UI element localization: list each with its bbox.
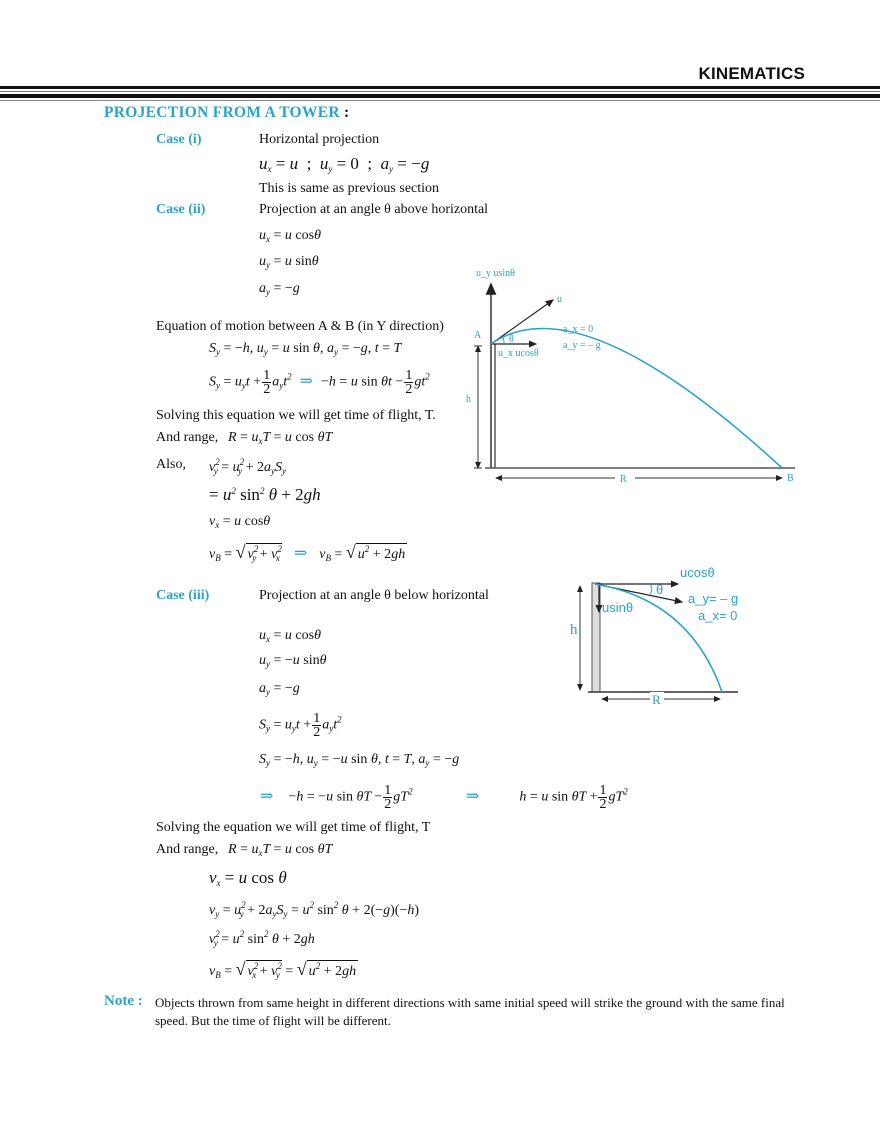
case-iii-solving-text: Solving the equation we will get time of… — [156, 820, 431, 835]
label-h-below: h — [570, 622, 578, 638]
case-iii-eq-ay: ay = −g — [259, 681, 300, 697]
case-iii-eq-vb: vB = √v2x + v2y = √u2 + 2gh — [209, 959, 359, 980]
case-ii-eq-vb: vB = √v2y + v2x⇒vB = √u2 + 2gh — [209, 542, 408, 563]
label-ay-below: a_y= – g — [688, 591, 738, 606]
label-ax: a_x = 0 — [563, 324, 593, 335]
label-uy-usin: u_y usinθ — [476, 268, 515, 279]
chapter-title: KINEMATICS — [698, 64, 805, 83]
label-theta-below: θ — [656, 582, 663, 597]
label-usin: usinθ — [602, 600, 633, 615]
case-i-label: Case (i) — [156, 132, 202, 147]
case-ii-label: Case (ii) — [156, 202, 206, 217]
case-iii-eq-uy: uy = −u sinθ — [259, 653, 327, 669]
case-iii-description: Projection at an angle θ below horizonta… — [259, 588, 489, 603]
case-ii-motion-heading: Equation of motion between A & B (in Y d… — [156, 319, 444, 334]
case-iii-label: Case (iii) — [156, 588, 210, 603]
case-ii-eq-ay: ay = −g — [259, 281, 300, 297]
case-ii-eq-vy2: v2y = u2y + 2aySy — [209, 457, 287, 476]
case-ii-eq-vy2-b: = u2 sin2 θ + 2gh — [209, 485, 321, 504]
section-title: PROJECTION FROM A TOWER : — [104, 104, 350, 122]
note-text: Objects thrown from same height in diffe… — [155, 995, 785, 1028]
case-i-note: This is same as previous section — [259, 181, 440, 196]
case-i-equation: ux = u ; uy = 0 ; ay = −g — [259, 154, 430, 174]
case-ii-eq-conditions: Sy = −h, uy = u sin θ, ay = −g, t = T — [209, 341, 402, 357]
label-theta: θ — [509, 334, 514, 345]
label-r-below: R — [652, 692, 661, 707]
case-ii-eq-range: R = uxT = u cos θT — [228, 430, 333, 446]
label-ax-below: a_x= 0 — [698, 608, 737, 623]
case-ii-range-label: And range, — [156, 430, 219, 445]
case-ii-also-label: Also, — [156, 457, 186, 472]
case-ii-eq-ux: ux = u cosθ — [259, 228, 321, 244]
case-iii-range-label: And range, — [156, 842, 219, 857]
label-u: u — [557, 294, 562, 305]
label-r: R — [620, 474, 627, 485]
case-iii-eq-vx: vx = u cos θ — [209, 868, 287, 888]
label-ucos: ucosθ — [680, 565, 715, 580]
section-title-colon: : — [344, 104, 350, 121]
case-iii-eq-conditions: Sy = −h, uy = −u sin θ, t = T, ay = −g — [259, 752, 460, 768]
case-ii-description: Projection at an angle θ above horizonta… — [259, 202, 489, 217]
case-iii-eq-vy: vy = u2y + 2aySy = u2 sin2 θ + 2(−g)(−h) — [209, 900, 420, 919]
label-h: h — [466, 394, 471, 405]
case-iii-eq-range: R = uxT = u cos θT — [228, 842, 333, 858]
header-rule-lines — [0, 86, 880, 101]
tower-projection-above-diagram: u_y usinθ u A θ u_x ucosθ a_x = 0 a_y = … — [466, 268, 795, 485]
note-label: Note : — [104, 993, 143, 1009]
case-iii-eq-ux: ux = u cosθ — [259, 628, 321, 644]
label-ux-ucos: u_x ucosθ — [498, 348, 539, 359]
label-a: A — [474, 330, 482, 341]
case-iii-eq-vy2: v2y = u2 sin2 θ + 2gh — [209, 929, 315, 948]
case-i-description: Horizontal projection — [259, 132, 380, 147]
case-ii-solving-text: Solving this equation we will get time o… — [156, 408, 436, 423]
tower-projection-below-diagram: ucosθ θ usinθ a_y= – g a_x= 0 h R — [570, 565, 738, 707]
case-ii-eq-vx: vx = u cosθ — [209, 514, 271, 530]
case-ii-eq-uy: uy = u sinθ — [259, 254, 319, 270]
section-title-text: PROJECTION FROM A TOWER — [104, 104, 340, 121]
label-ay: a_y = – g — [563, 340, 601, 351]
label-b: B — [787, 473, 794, 484]
